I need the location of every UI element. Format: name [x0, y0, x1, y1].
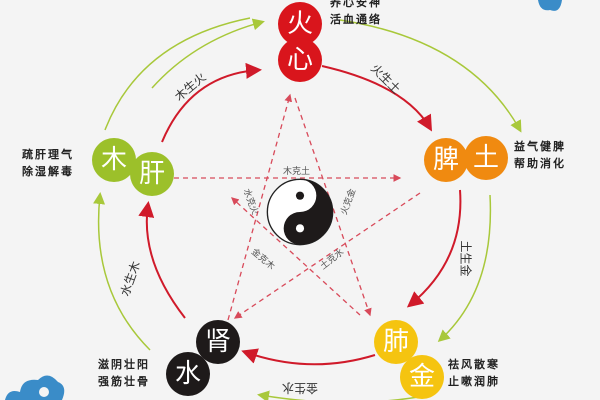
water-desc: 滋阴壮阳 强筋壮骨 [98, 358, 150, 388]
generate-arrows [138, 62, 462, 366]
yin-yang-icon [266, 178, 334, 246]
restrain-star [165, 93, 421, 321]
wood-desc: 疏肝理气 除湿解毒 [22, 148, 74, 178]
earth-desc: 益气健脾 帮助消化 [514, 140, 566, 170]
water-element-node: 水 [166, 352, 210, 396]
kidney-organ-node: 肾 [196, 320, 240, 364]
heart-organ-node: 心 [278, 38, 322, 82]
liver-organ-node: 肝 [130, 152, 174, 196]
label-wood-restrains-earth: 木克土 [283, 167, 311, 177]
spleen-organ-node: 脾 [424, 138, 468, 182]
cloud-decoration-icon [538, 0, 562, 11]
wood-element-node: 木 [92, 138, 136, 182]
outer-arrows [93, 17, 522, 400]
lung-organ-node: 肺 [374, 320, 418, 364]
label-earth-generates-metal: 土生金 [458, 240, 473, 277]
cloud-decoration-icon [5, 375, 65, 400]
label-metal-generates-water: 金生水 [282, 381, 319, 395]
earth-element-node: 土 [464, 136, 508, 180]
metal-desc: 祛风散寒 止嗽润肺 [448, 358, 500, 388]
fire-element-node: 火 [278, 2, 322, 46]
metal-element-node: 金 [400, 355, 444, 399]
fire-desc: 养心安神 活血通络 [330, 0, 382, 26]
